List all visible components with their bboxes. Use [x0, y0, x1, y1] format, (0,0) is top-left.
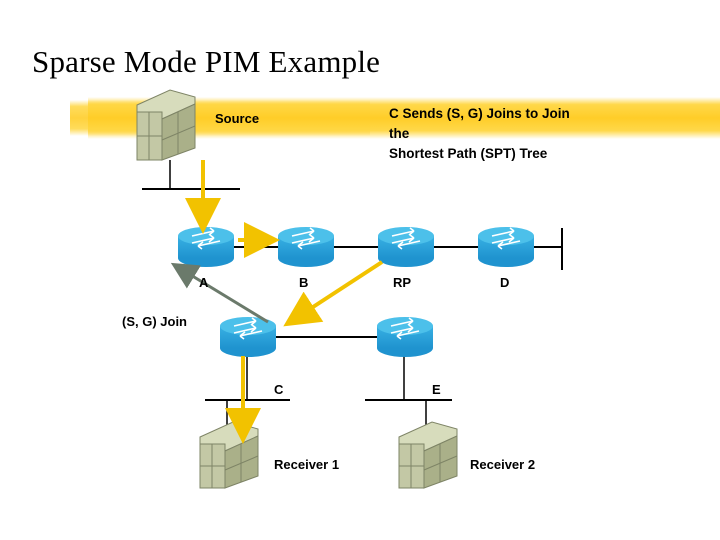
label-receiver1: Receiver 1 — [274, 457, 340, 472]
label-receiver2: Receiver 2 — [470, 457, 536, 472]
label-router-e: E — [432, 382, 441, 397]
label-router-rp: RP — [393, 275, 412, 290]
label-router-b: B — [299, 275, 309, 290]
router-rp — [378, 227, 434, 267]
label-router-c: C — [274, 382, 284, 397]
host-receiver2 — [398, 421, 458, 489]
router-d — [478, 227, 534, 267]
router-b — [278, 227, 334, 267]
flow-arrows — [185, 160, 384, 444]
label-source: Source — [215, 111, 260, 126]
router-e — [377, 317, 433, 357]
highlight-band-secondary — [70, 100, 370, 136]
annotation-text: C Sends (S, G) Joins to Join the Shortes… — [389, 104, 649, 164]
flow-c-to-a-join — [170, 262, 269, 324]
annotation-line-2: the — [389, 126, 410, 141]
host-source — [136, 89, 196, 161]
router-c — [220, 317, 276, 357]
join-arrow-group — [170, 262, 269, 324]
annotation-line-3: Shortest Path (SPT) Tree — [389, 146, 548, 161]
label-sg-join: (S, G) Join — [122, 314, 187, 329]
annotation-line-1: C Sends (S, G) Joins to Join — [389, 106, 570, 121]
host-receiver1 — [199, 421, 259, 489]
flow-rp-to-c — [283, 260, 384, 327]
label-router-a: A — [199, 275, 209, 290]
page-title: Sparse Mode PIM Example — [32, 44, 381, 79]
label-router-d: D — [500, 275, 510, 290]
router-a — [178, 227, 234, 267]
